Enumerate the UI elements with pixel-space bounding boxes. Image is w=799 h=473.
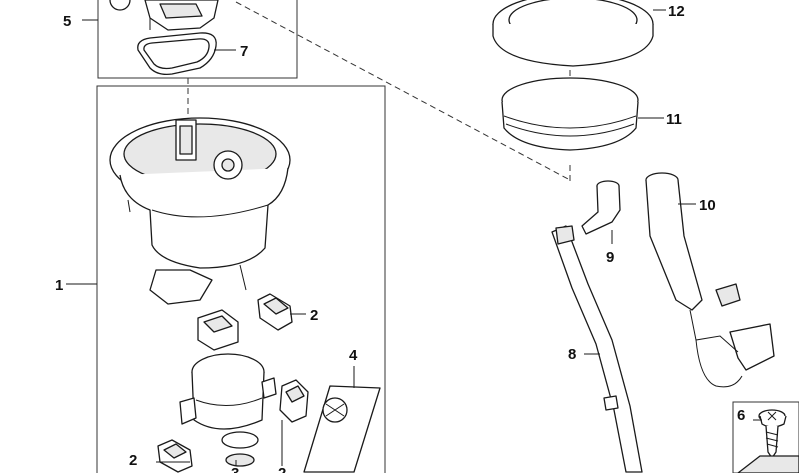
- leader-lines: [66, 9, 762, 466]
- callout-6: 6: [737, 407, 745, 424]
- frame-group-5: [97, 0, 298, 79]
- callouts: 5 7 1 2 4 2 3 2 12 11 10 9 8 6: [55, 3, 745, 473]
- group-frames: [96, 0, 386, 473]
- callout-10: 10: [699, 197, 716, 214]
- part-4-filter: [303, 385, 381, 473]
- callout-4: 4: [349, 347, 358, 364]
- part-12-retaining-ring: [492, 0, 654, 67]
- part-3-pump-module: [179, 309, 277, 467]
- part-8-level-sensor: [551, 225, 643, 473]
- part-5-connector-cap: [109, 0, 219, 31]
- frame-group-6: [732, 401, 799, 473]
- callout-1: 1: [55, 277, 63, 294]
- callout-9: 9: [606, 249, 614, 266]
- part-11-o-ring: [501, 77, 639, 151]
- part-10-fuel-line: [645, 172, 775, 388]
- frame-group-1: [96, 85, 386, 473]
- callout-2-left: 2: [129, 452, 137, 469]
- callout-2-right: 2: [278, 465, 286, 473]
- callout-2-upper: 2: [310, 307, 318, 324]
- callout-5: 5: [63, 13, 71, 30]
- part-9-hose-elbow: [581, 180, 621, 235]
- callout-7: 7: [240, 43, 248, 60]
- part-1-fuel-pump: [109, 117, 291, 305]
- callout-11: 11: [666, 111, 682, 128]
- part-2-clips: [157, 293, 309, 473]
- sheet-symbol: [737, 455, 799, 473]
- part-7-seal-gasket: [137, 32, 217, 76]
- part-6-screw: [732, 401, 799, 473]
- callout-8: 8: [568, 346, 576, 363]
- callout-12: 12: [668, 3, 685, 20]
- callout-3: 3: [231, 465, 239, 473]
- guide-pump-to-ring: [235, 1, 571, 181]
